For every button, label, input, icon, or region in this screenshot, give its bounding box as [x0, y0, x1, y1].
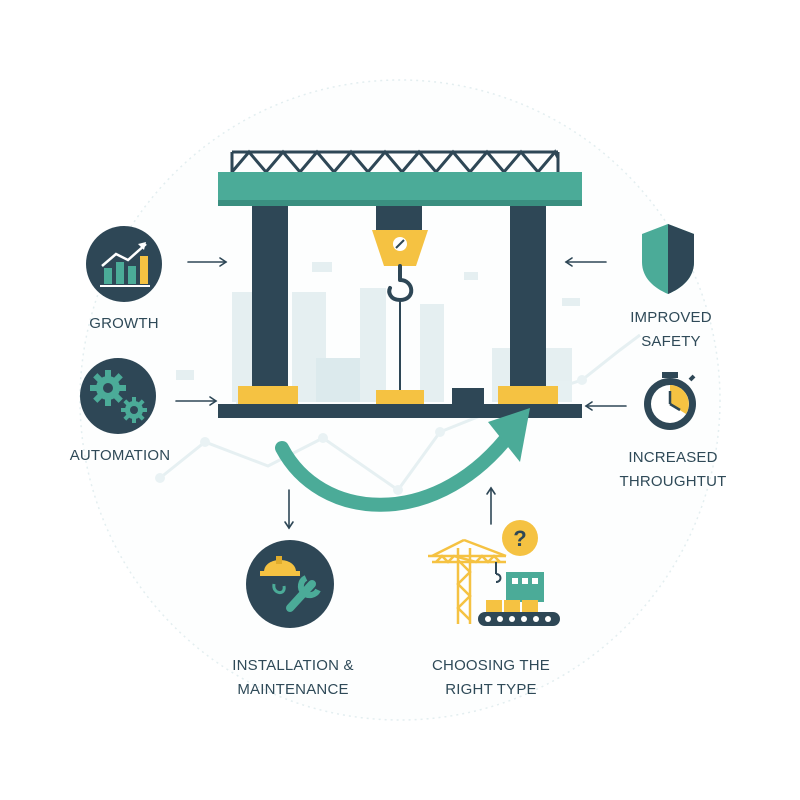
- crane-foot-left: [238, 386, 298, 404]
- hard-hat-wrench-icon: [246, 540, 334, 628]
- crane-leg-right: [510, 206, 546, 390]
- growth-chart-icon: [86, 226, 162, 302]
- label-installation-maintenance: INSTALLATION & MAINTENANCE: [232, 657, 354, 698]
- label-automation: AUTOMATION: [69, 447, 171, 464]
- growth-curved-arrow: [275, 433, 512, 512]
- gantry-crane: [218, 149, 582, 418]
- stopwatch-icon: [644, 372, 696, 430]
- cargo-box-dark: [452, 388, 484, 404]
- label-increased-throughput: INCREASED THROUGHTUT: [619, 449, 727, 490]
- connector-arrows: [175, 257, 627, 530]
- crane-leg-left: [252, 206, 288, 390]
- label-growth: GROWTH: [89, 315, 159, 332]
- crane-trolley: [376, 206, 422, 230]
- background-trend-points: [155, 375, 587, 495]
- growth-arrow-head: [488, 408, 530, 462]
- gears-icon: [80, 358, 156, 434]
- tower-crane-icon: [428, 538, 560, 626]
- label-choosing-right-type: CHOOSING THE RIGHT TYPE: [432, 657, 550, 698]
- question-badge: ?: [502, 520, 538, 556]
- label-improved-safety: IMPROVED SAFETY: [630, 309, 712, 350]
- question-mark: ?: [513, 526, 526, 551]
- background-trend-line: [159, 333, 641, 493]
- cargo-load: [376, 390, 424, 404]
- crane-ground-rail: [218, 404, 582, 418]
- shield-icon: [642, 224, 694, 294]
- crane-foot-right: [498, 386, 558, 404]
